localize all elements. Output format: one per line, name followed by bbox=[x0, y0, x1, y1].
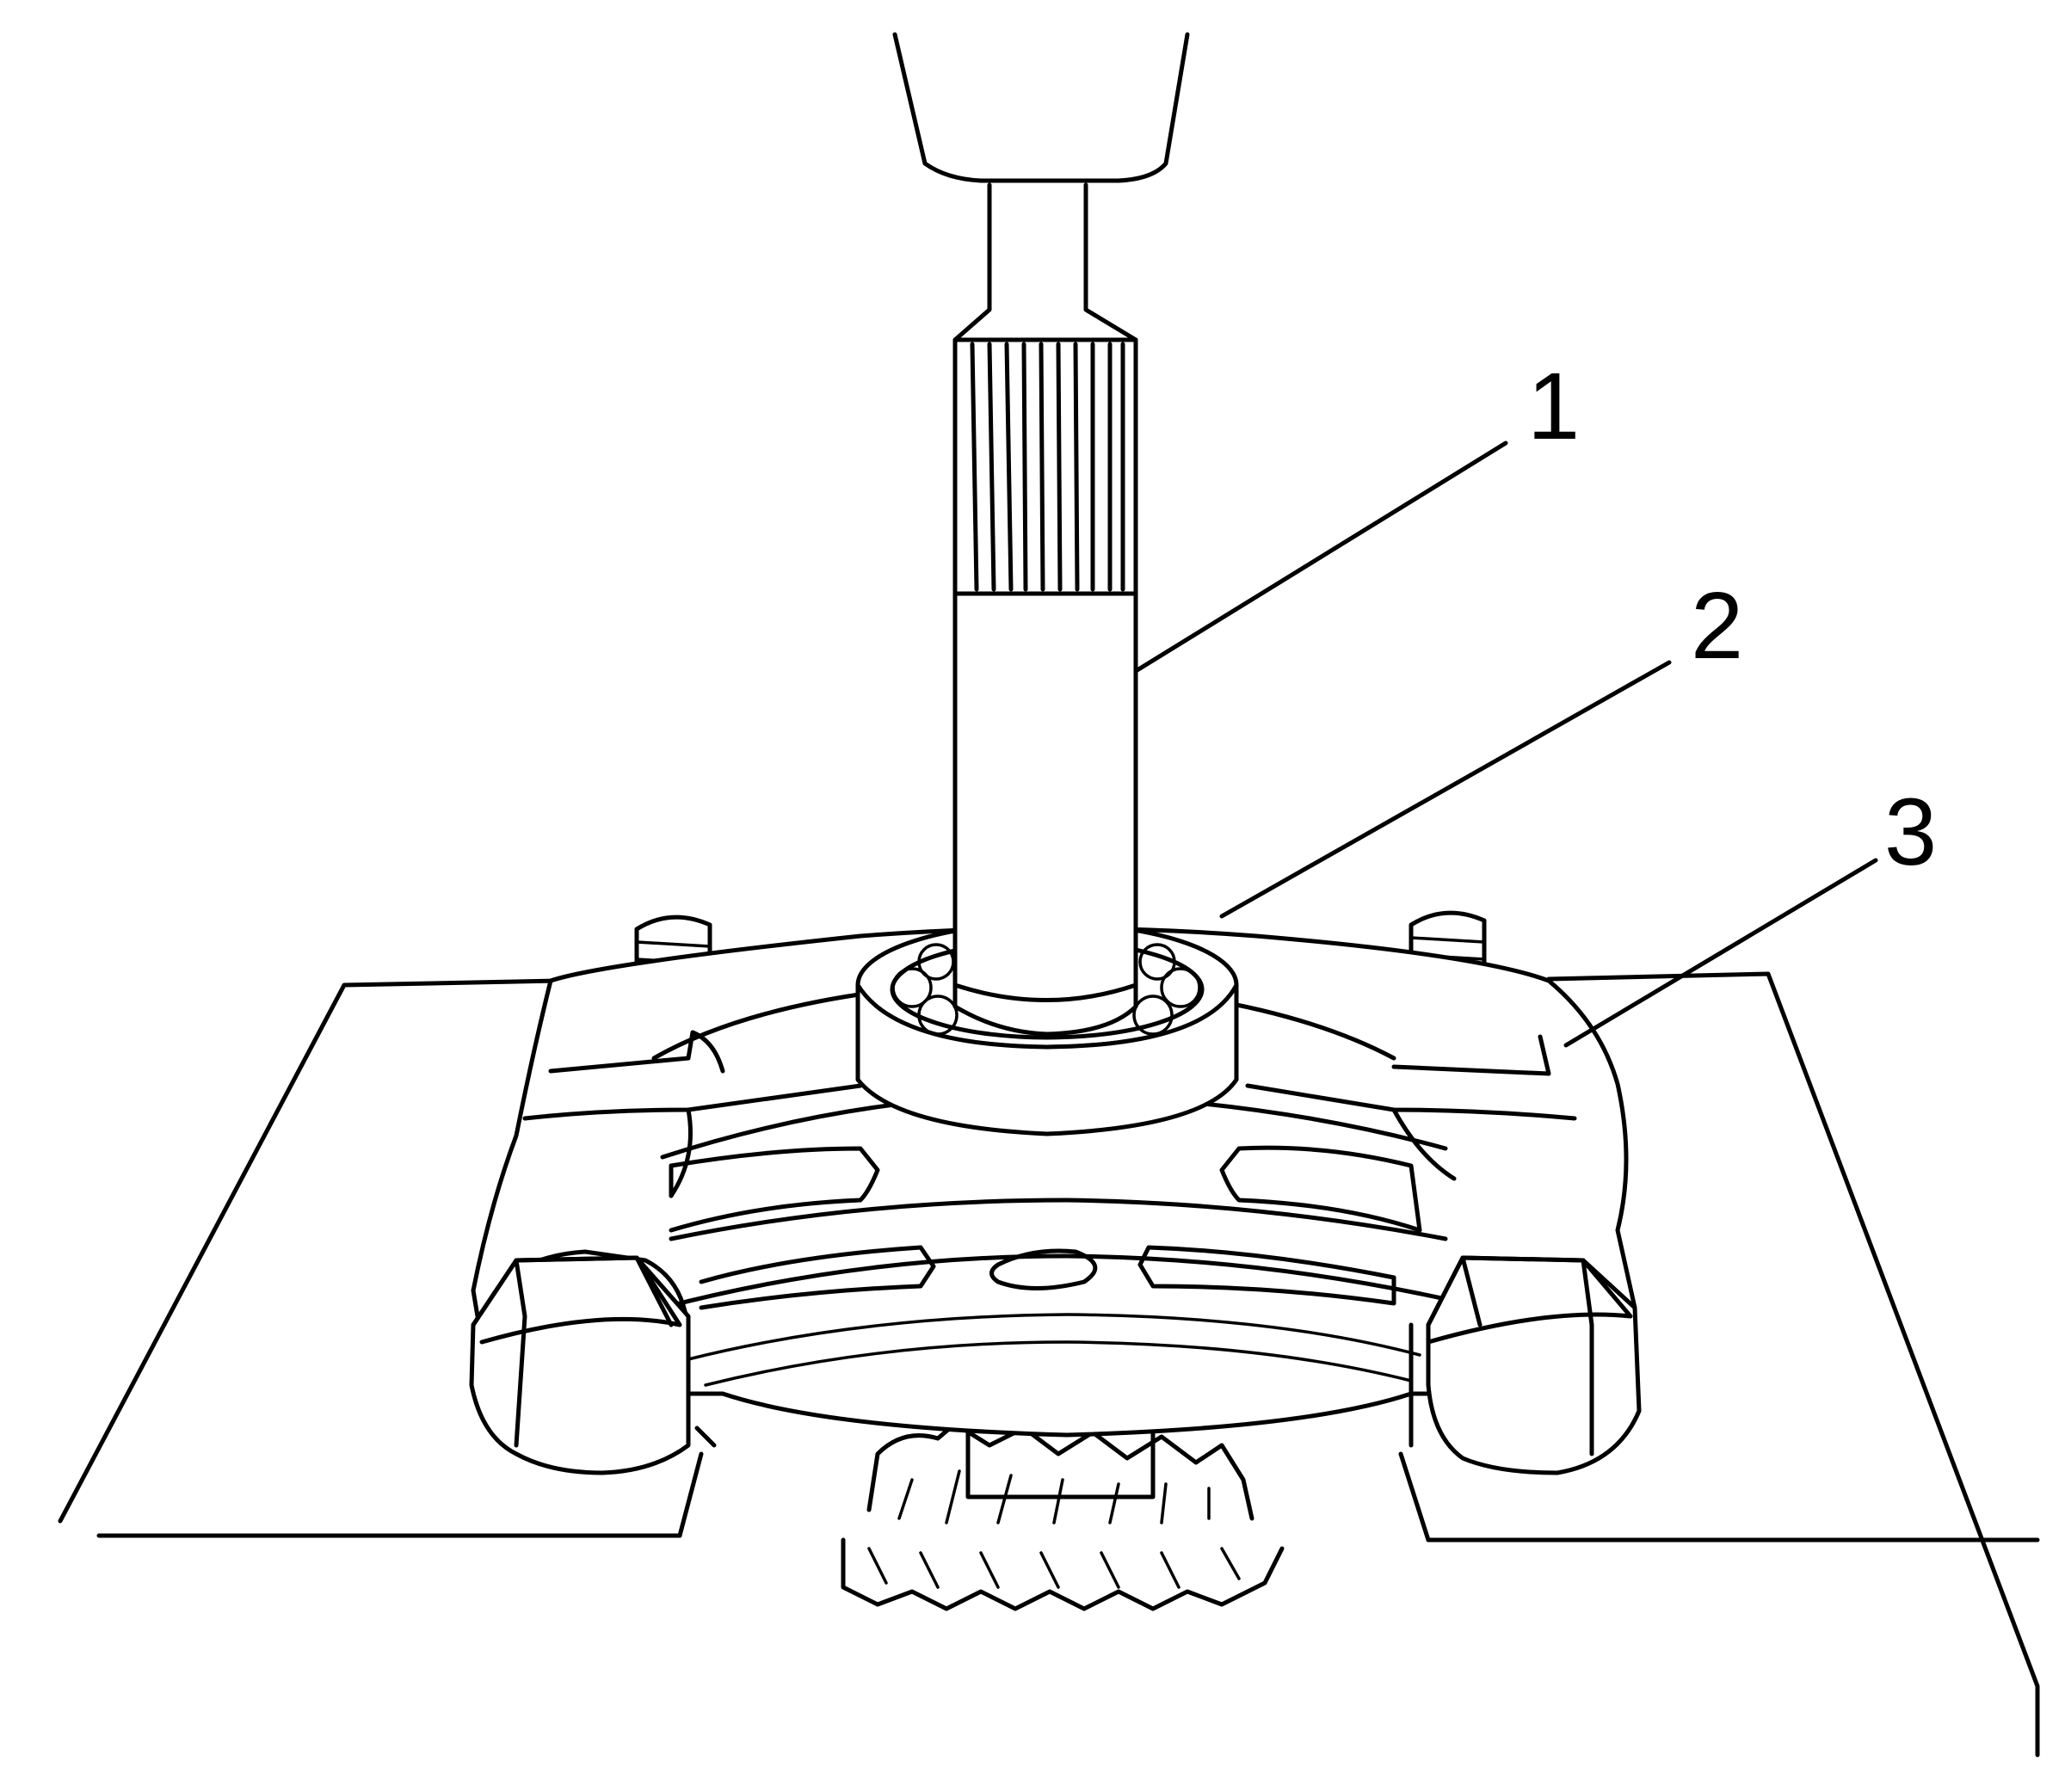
callout-3: 3 bbox=[1884, 779, 1937, 885]
leader-line-2 bbox=[1219, 660, 1672, 919]
press-tool bbox=[892, 32, 1190, 1037]
leader-line-3 bbox=[1563, 858, 1878, 1048]
bearing-separator bbox=[469, 910, 1642, 1475]
callout-1: 1 bbox=[1527, 354, 1580, 459]
leader-lines bbox=[1133, 440, 1878, 1048]
leader-line-1 bbox=[1133, 440, 1508, 674]
callout-2: 2 bbox=[1691, 573, 1743, 679]
press-bed bbox=[58, 971, 2040, 1758]
gear bbox=[841, 1421, 1285, 1611]
